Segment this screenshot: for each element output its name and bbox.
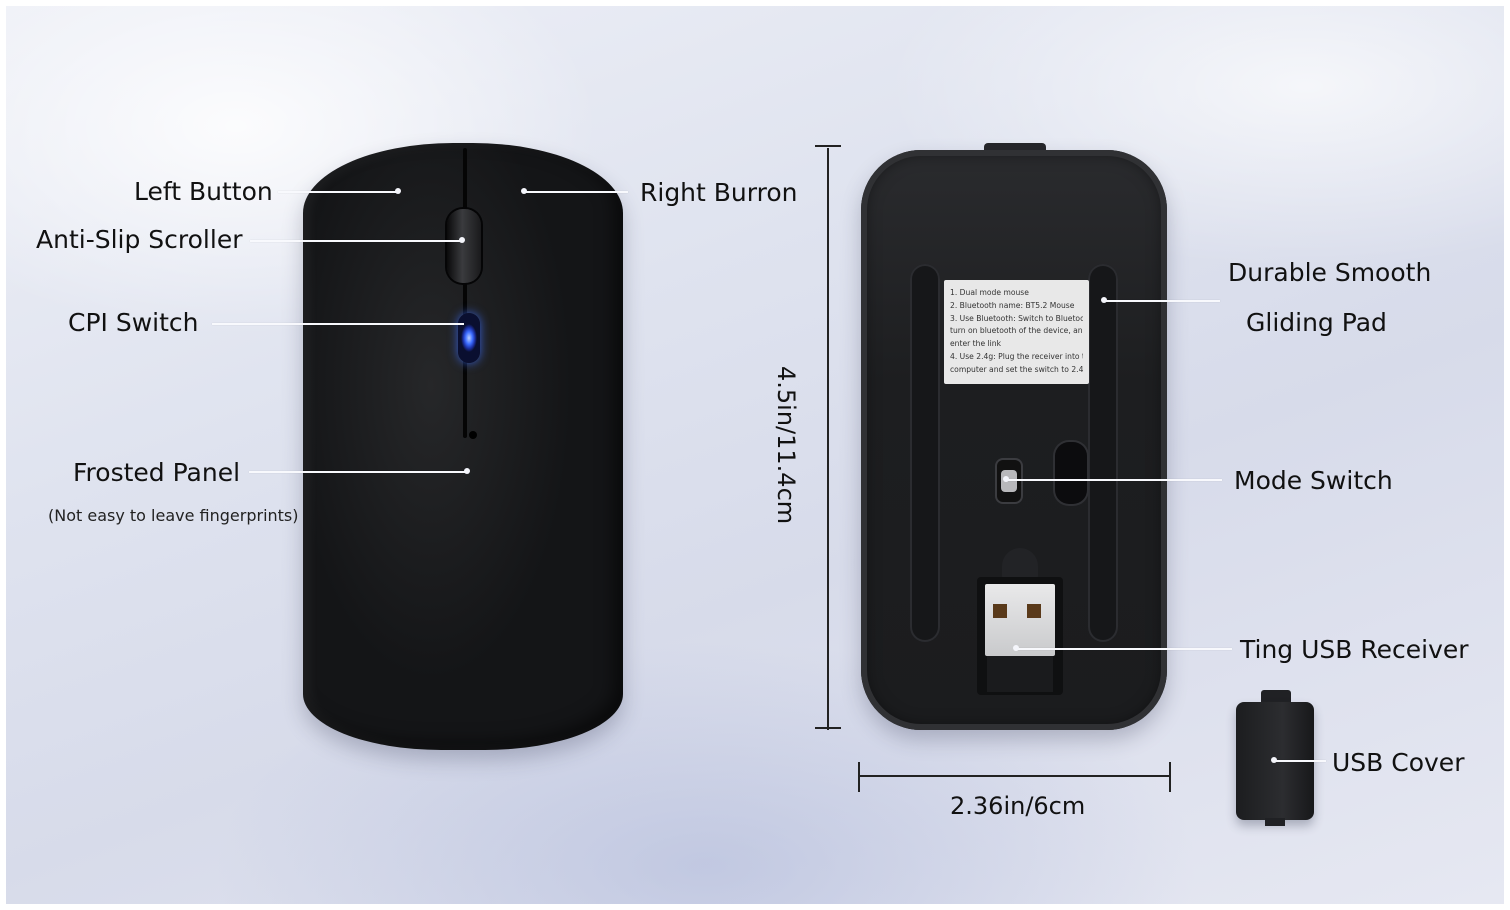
dot-frosted-panel: [464, 468, 470, 474]
leader-scroller: [250, 240, 462, 242]
dot-scroller: [459, 237, 465, 243]
usb-cover-foot: [1265, 818, 1285, 826]
label-left-button: Left Button: [134, 177, 273, 206]
info-sticker: 1. Dual mode mouse 2. Bluetooth name: BT…: [944, 280, 1089, 384]
mouse-top-view: [303, 143, 623, 750]
width-dimension-line: [858, 775, 1171, 777]
sticker-line: 2. Bluetooth name: BT5.2 Mouse: [950, 300, 1075, 310]
dot-gliding-pad: [1101, 297, 1107, 303]
width-dimension-text: 2.36in/6cm: [950, 792, 1086, 820]
button-seam: [463, 148, 467, 438]
receiver-pull-tab: [1002, 548, 1038, 580]
sticker-line: enter the link: [950, 339, 1001, 348]
label-gliding-pad-line2: Gliding Pad: [1246, 308, 1387, 337]
product-photo: Left Button Anti-Slip Scroller CPI Switc…: [6, 6, 1504, 904]
width-dimension-cap-left: [858, 762, 860, 792]
usb-receiver-plug: [985, 584, 1055, 656]
leader-usb-receiver: [1016, 648, 1232, 650]
leader-right-button: [524, 191, 628, 193]
sticker-line: turn on bluetooth of the device, and: [950, 326, 1083, 336]
usb-cover-tab: [1261, 690, 1291, 704]
mode-switch-knob: [1001, 470, 1017, 492]
label-usb-cover: USB Cover: [1332, 748, 1465, 777]
label-mode-switch: Mode Switch: [1234, 466, 1393, 495]
dot-mode-switch: [1003, 476, 1009, 482]
leader-mode-switch: [1006, 479, 1222, 481]
dot-usb-cover: [1271, 757, 1277, 763]
height-dimension-text: 4.5in/11.4cm: [772, 366, 800, 525]
label-usb-receiver: Ting USB Receiver: [1240, 635, 1469, 664]
sticker-line: 3. Use Bluetooth: Switch to Bluetooth,: [950, 313, 1083, 323]
gliding-pad-right: [1088, 264, 1118, 642]
leader-frosted-panel: [249, 471, 467, 473]
usb-contact: [1027, 604, 1041, 618]
scroll-wheel: [447, 209, 481, 283]
label-cpi-switch: CPI Switch: [68, 308, 199, 337]
height-dimension-line: [827, 148, 829, 730]
label-frosted-panel-note: (Not easy to leave fingerprints): [48, 506, 299, 525]
sticker-line: computer and set the switch to 2.4g: [950, 364, 1083, 374]
height-dimension-cap-top: [815, 145, 841, 147]
sticker-line: 4. Use 2.4g: Plug the receiver into the: [950, 351, 1083, 361]
leader-gliding-pad: [1104, 300, 1220, 302]
label-frosted-panel: Frosted Panel: [73, 458, 241, 487]
leader-left-button: [278, 191, 398, 193]
leader-usb-cover: [1274, 760, 1326, 762]
height-dimension-cap-bottom: [815, 727, 841, 729]
usb-receiver-body: [987, 656, 1053, 692]
leader-cpi-switch: [212, 323, 464, 325]
width-dimension-cap-right: [1169, 762, 1171, 792]
sticker-line: 1. Dual mode mouse: [950, 288, 1029, 297]
cpi-led: [458, 313, 480, 363]
dot-left-button: [395, 188, 401, 194]
label-anti-slip-scroller: Anti-Slip Scroller: [36, 225, 243, 254]
label-gliding-pad-line1: Durable Smooth: [1228, 258, 1432, 287]
dot-right-button: [521, 188, 527, 194]
dot-usb-receiver: [1013, 645, 1019, 651]
indicator-hole: [469, 431, 477, 439]
usb-contact: [993, 604, 1007, 618]
label-right-button: Right Burron: [640, 178, 798, 207]
optical-sensor: [1055, 442, 1087, 504]
gliding-pad-left: [910, 264, 940, 642]
